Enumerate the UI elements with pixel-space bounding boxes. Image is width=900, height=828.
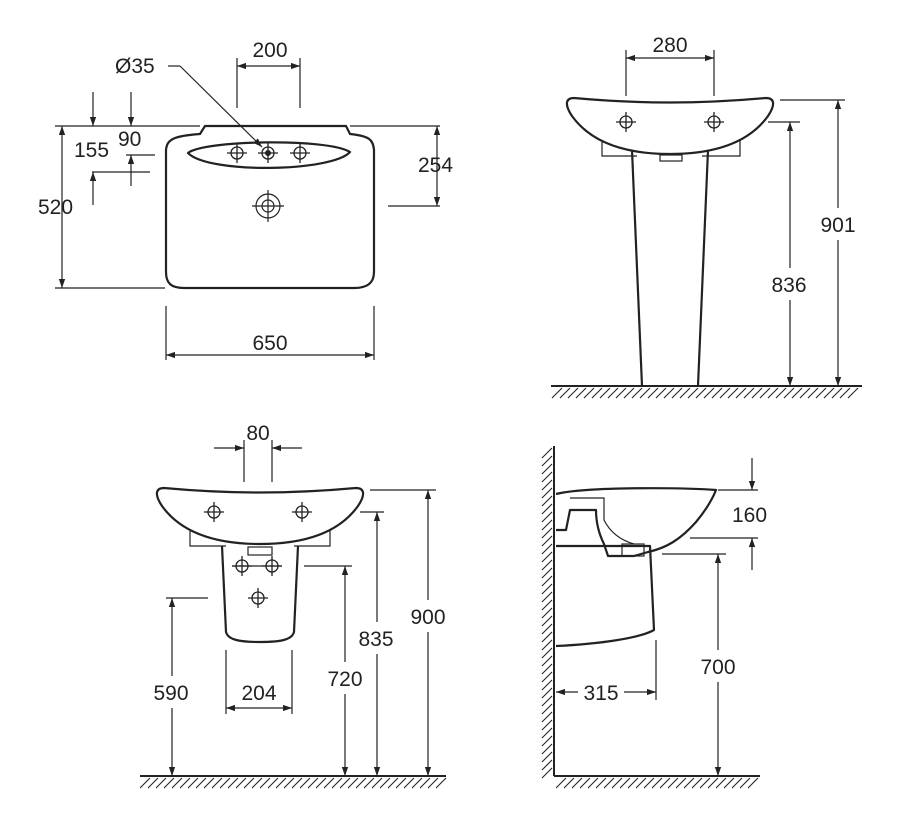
dim-80-label: 80 [246,422,269,445]
semi-pedestal-side-view: 160 700 315 [541,446,767,789]
tap-hole-icon [226,142,248,164]
dim-315-label: 315 [583,682,618,705]
waste-hole-icon [252,190,284,222]
dim-700-label: 700 [700,656,735,679]
floor-hatch [555,777,759,789]
tap-hole-icon [703,111,725,133]
dim-160-label: 160 [732,504,767,527]
tap-hole-icon [289,142,311,164]
tap-hole-icon [615,111,637,133]
floor-hatch [139,777,447,789]
semi-pedestal-side [555,544,656,648]
top-view: 200 Ø35 520 155 90 254 650 [38,39,453,360]
pedestal-column [630,149,710,387]
dim-900-label: 900 [410,606,445,629]
pedestal-front-view: 280 901 836 [551,34,862,399]
semi-pedestal [220,545,300,644]
dim-520-label: 520 [38,196,73,219]
dim-90-label: 90 [118,128,141,151]
basin-outline-top [164,124,376,290]
semi-pedestal-front-view: 80 900 835 720 590 204 [139,422,452,789]
dim-254-label: 254 [418,154,453,177]
tap-deck [186,141,352,169]
wall-hatch [541,447,553,779]
basin-bowl-front [155,486,365,546]
dim-835-label: 835 [358,628,393,651]
dim-155-label: 155 [74,139,109,162]
waste-hole-icon [247,587,269,609]
basin-bowl-front [565,96,775,156]
centre-hole-icon [265,150,271,156]
dim-901-label: 901 [820,214,855,237]
dim-720-label: 720 [327,668,362,691]
dim-diameter-label: Ø35 [115,55,155,78]
dim-280-label: 280 [652,34,687,57]
basin-side-profile [555,487,718,558]
floor-hatch [551,387,859,399]
dim-836-label: 836 [771,274,806,297]
dim-200-label: 200 [252,39,287,62]
dim-650-label: 650 [252,332,287,355]
dim-590-label: 590 [153,682,188,705]
tap-hole-icon [291,501,313,523]
dim-204-label: 204 [241,682,276,705]
tap-hole-icon [203,501,225,523]
